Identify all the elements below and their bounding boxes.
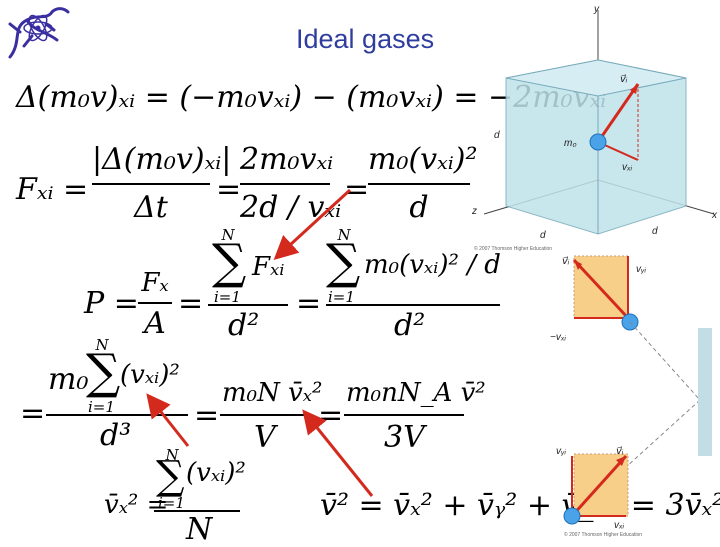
eq5-lhs: v̄ₓ² = — [104, 490, 169, 520]
velocity-label: v⃗ᵢ — [620, 74, 628, 85]
eq3-frac3-den: d² — [394, 308, 426, 343]
eq2-frac3-num: m₀(vₓᵢ)² — [368, 142, 478, 177]
eq2-frac3-line — [368, 183, 470, 185]
eq2-frac2-line — [240, 183, 330, 185]
inset2-velocity-label: v⃗ᵢ — [616, 446, 624, 457]
eq4-frac3-num: m₀nN_A v̄² — [346, 378, 486, 408]
eq2-frac3-den: d — [409, 190, 429, 225]
mass-label: m₀ — [564, 138, 577, 149]
eq3-sum-bottom: i=1 — [214, 288, 241, 306]
eq4-frac2-line — [220, 414, 312, 416]
eq2-frac1-den: Δt — [134, 190, 168, 225]
eq3-sum2-term: m₀(vₓᵢ)² / d — [364, 250, 501, 280]
eq4-den: d³ — [100, 418, 132, 453]
eq2-frac2-num: 2m₀vₓᵢ — [240, 142, 334, 177]
eq2-frac2-den: 2d / vₓᵢ — [240, 190, 342, 225]
eq5-sigma-icon: ∑ — [156, 453, 185, 499]
eq2-frac1-line — [92, 183, 210, 185]
eq6-text: v̄² = v̄ₓ² + v̄ᵧ² + v̄_z² = 3v̄ₓ² — [320, 488, 720, 523]
eq4-frac3-den: 3V — [384, 420, 425, 455]
arrow-to-velocity-sum — [146, 393, 190, 447]
eq2-lhs: Fₓᵢ = — [16, 172, 89, 207]
eq3-sum-top: N — [221, 226, 235, 244]
copyright-1: © 2007 Thomson Higher Education — [474, 246, 553, 252]
eq3-frac1-den: A — [144, 306, 166, 341]
eq5-frac-line — [154, 510, 240, 512]
eq3-frac2-den: d² — [228, 308, 260, 343]
page-title: Ideal gases — [296, 24, 435, 54]
eq4-num-prefix: m₀ — [48, 362, 89, 397]
eq3-frac1-num: Fₓ — [141, 268, 169, 298]
eq4-frac2-num: m₀N v̄ₓ² — [222, 378, 323, 408]
eq5-sum-term: (vₓᵢ)² — [186, 458, 246, 488]
eq3-lhs: P = — [84, 286, 139, 321]
eq4-sigma-icon: ∑ — [86, 344, 121, 400]
gas-cube-figure — [483, 10, 715, 525]
edge-d-label-3: d — [652, 226, 658, 237]
inset2-vy-label: vᵧᵢ — [556, 446, 566, 457]
eq4-frac3-line — [344, 414, 464, 416]
inset1-velocity-label: v⃗ᵢ — [562, 256, 570, 267]
eq3-frac2-line — [208, 304, 288, 306]
eq5-sum-top: N — [165, 446, 179, 464]
edge-d-label-1: d — [494, 130, 500, 141]
eq2-frac1-num: |Δ(m₀v)ₓᵢ| — [92, 142, 232, 177]
arrow-to-mean-velocity — [302, 409, 374, 497]
copyright-2: © 2007 Thomson Higher Education — [564, 532, 643, 538]
edge-d-label-2: d — [540, 230, 546, 241]
velocity-x-label: vₓᵢ — [622, 162, 633, 173]
inset2-vx-label: vₓᵢ — [614, 520, 625, 531]
eq3-sum2-top: N — [337, 226, 351, 244]
eq4-frac1-line — [46, 414, 188, 416]
eq4-sum-bottom: i=1 — [88, 398, 115, 416]
eq4-sum-term: (vₓᵢ)² — [120, 360, 180, 390]
eq4-frac2-den: V — [254, 420, 276, 455]
axis-z-label: z — [472, 206, 477, 217]
inset1-vx-label: −vₓᵢ — [550, 332, 566, 343]
lizard-atom-logo-icon — [8, 7, 70, 59]
axis-x-label: x — [712, 210, 717, 221]
eq4-sum-top: N — [95, 336, 109, 354]
axis-y-label: y — [594, 4, 599, 15]
eq5-sum-bottom: i=1 — [158, 494, 185, 512]
eq3-frac3-line — [326, 304, 500, 306]
eq3-frac1-line — [138, 302, 172, 304]
inset1-vy-label: vᵧᵢ — [636, 264, 646, 275]
eq3-sum2-bottom: i=1 — [328, 288, 355, 306]
arrow-to-force-sum — [273, 188, 352, 261]
eq1-lhs: Δ(m₀v)ₓᵢ — [16, 80, 136, 115]
eq3-sigma-icon: ∑ — [212, 234, 247, 290]
eq3-sigma2-icon: ∑ — [326, 234, 361, 290]
